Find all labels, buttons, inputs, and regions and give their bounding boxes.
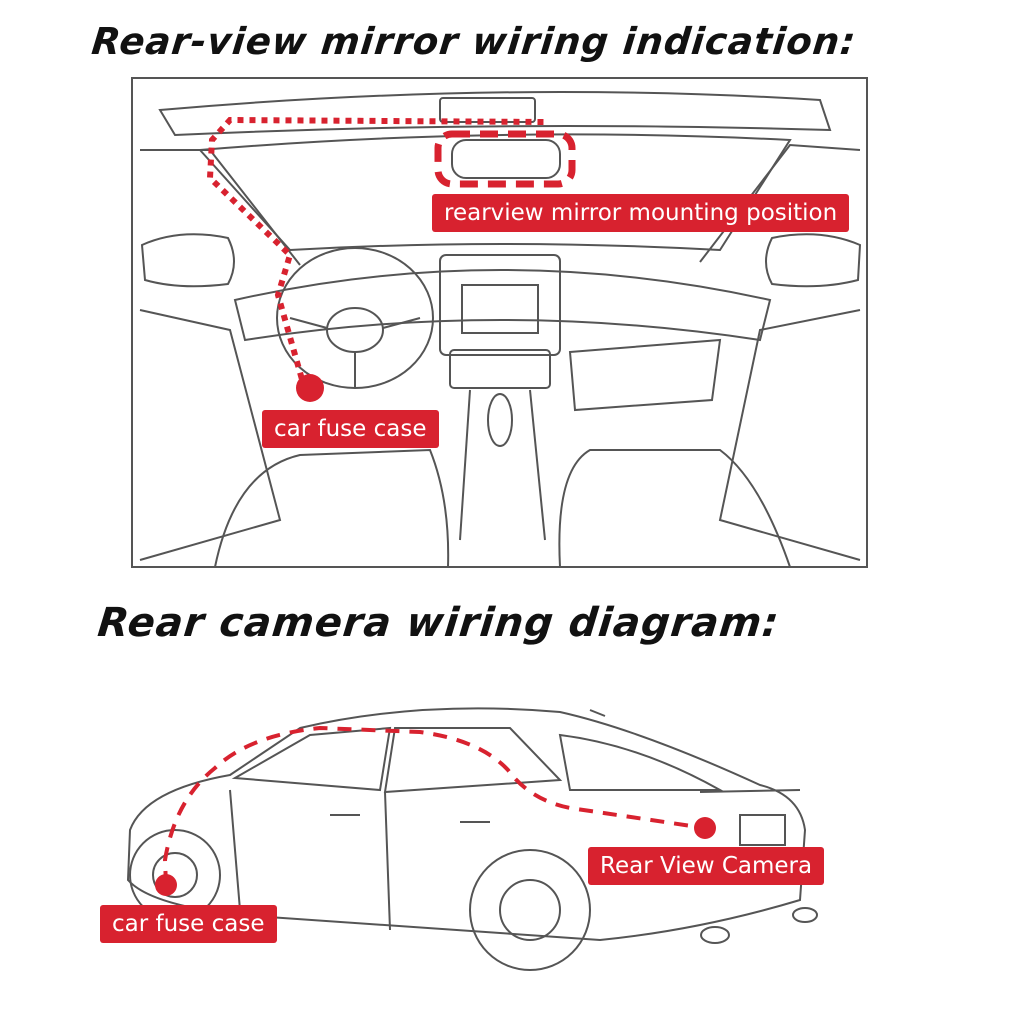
rearview-mirror — [451, 139, 561, 179]
steering-spokes — [289, 317, 421, 388]
glovebox — [568, 338, 722, 412]
a-pillar-left — [140, 149, 301, 266]
fuse-case-label-exterior: car fuse case — [100, 905, 277, 943]
door-right — [718, 309, 861, 561]
climate-controls — [449, 349, 551, 389]
mirror-mount-marker — [434, 130, 576, 188]
mirror-position-label: rearview mirror mounting position — [432, 194, 850, 232]
infotainment-screen — [461, 284, 539, 334]
steering-hub — [326, 307, 384, 353]
fuse-case-marker-interior — [296, 374, 324, 402]
fuse-case-label-interior: car fuse case — [262, 410, 439, 448]
side-mirror-right — [765, 233, 862, 288]
side-mirror-left — [140, 233, 235, 288]
headliner — [158, 91, 832, 137]
center-tunnel — [459, 389, 546, 541]
overhead-console — [439, 97, 536, 123]
center-stack — [439, 254, 561, 356]
gear-shifter — [487, 393, 513, 447]
dashboard — [233, 269, 772, 342]
door-left — [139, 309, 282, 561]
seat-left — [214, 448, 450, 568]
rear-camera-label: Rear View Camera — [588, 847, 825, 885]
interior-frame — [131, 77, 868, 568]
seat-right — [558, 449, 791, 568]
windshield — [197, 133, 792, 252]
mirror-wiring-route — [206, 116, 546, 391]
rear-camera-wiring-heading: Rear camera wiring diagram: — [95, 600, 782, 646]
